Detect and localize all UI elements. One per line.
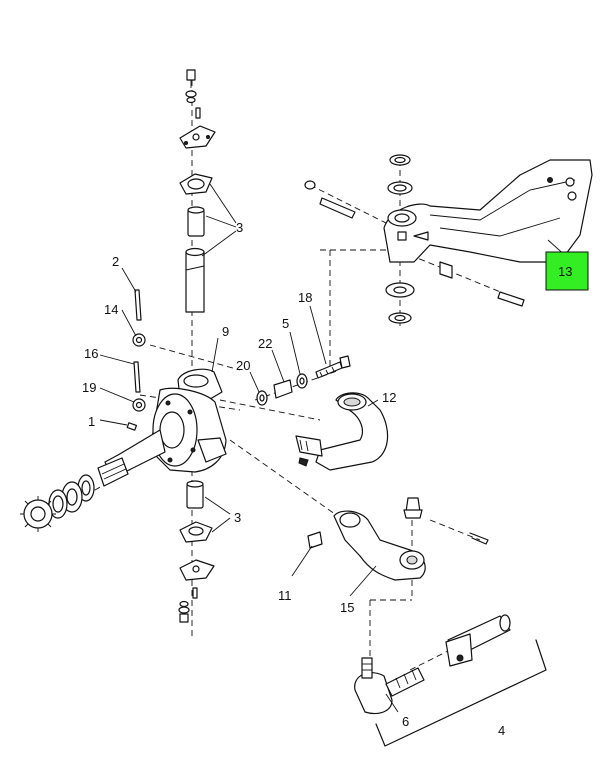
callout-22[interactable]: 22: [258, 336, 272, 351]
callout-6[interactable]: 6: [402, 714, 409, 729]
callout-labels: 1 2 3 3 4 5 6 9 11 12 13 14 15 16 18 19 …: [82, 220, 572, 738]
arm-fastener-group: [256, 355, 351, 406]
tie-rod-arm: [307, 497, 489, 581]
callout-4[interactable]: 4: [498, 723, 505, 738]
callout-5[interactable]: 5: [282, 316, 289, 331]
kingpin-upper-stack: [179, 69, 216, 313]
axle-beam: [304, 154, 593, 324]
center-lines: [59, 80, 521, 671]
steering-knuckle: [97, 368, 227, 487]
callout-14[interactable]: 14: [104, 302, 118, 317]
callout-9[interactable]: 9: [222, 324, 229, 339]
callout-12[interactable]: 12: [382, 390, 396, 405]
callout-11[interactable]: 11: [278, 588, 292, 603]
callout-3-upper[interactable]: 3: [236, 220, 243, 235]
part-13-highlight[interactable]: [545, 251, 589, 291]
small-fasteners-left: [126, 289, 146, 431]
callout-13[interactable]: 13: [558, 264, 572, 279]
callout-3-lower[interactable]: 3: [234, 510, 241, 525]
callout-19[interactable]: 19: [82, 380, 96, 395]
callout-2[interactable]: 2: [112, 254, 119, 269]
leader-lines: [99, 183, 569, 713]
callout-16[interactable]: 16: [84, 346, 98, 361]
callout-1[interactable]: 1: [88, 414, 95, 429]
callout-15[interactable]: 15: [340, 600, 354, 615]
callout-18[interactable]: 18: [298, 290, 312, 305]
steering-arm: [295, 392, 389, 471]
spindle-nut-stack: [20, 474, 95, 532]
kingpin-lower-stack: [178, 480, 215, 623]
callout-20[interactable]: 20: [236, 358, 250, 373]
tie-rod-end-assembly: [354, 614, 547, 747]
